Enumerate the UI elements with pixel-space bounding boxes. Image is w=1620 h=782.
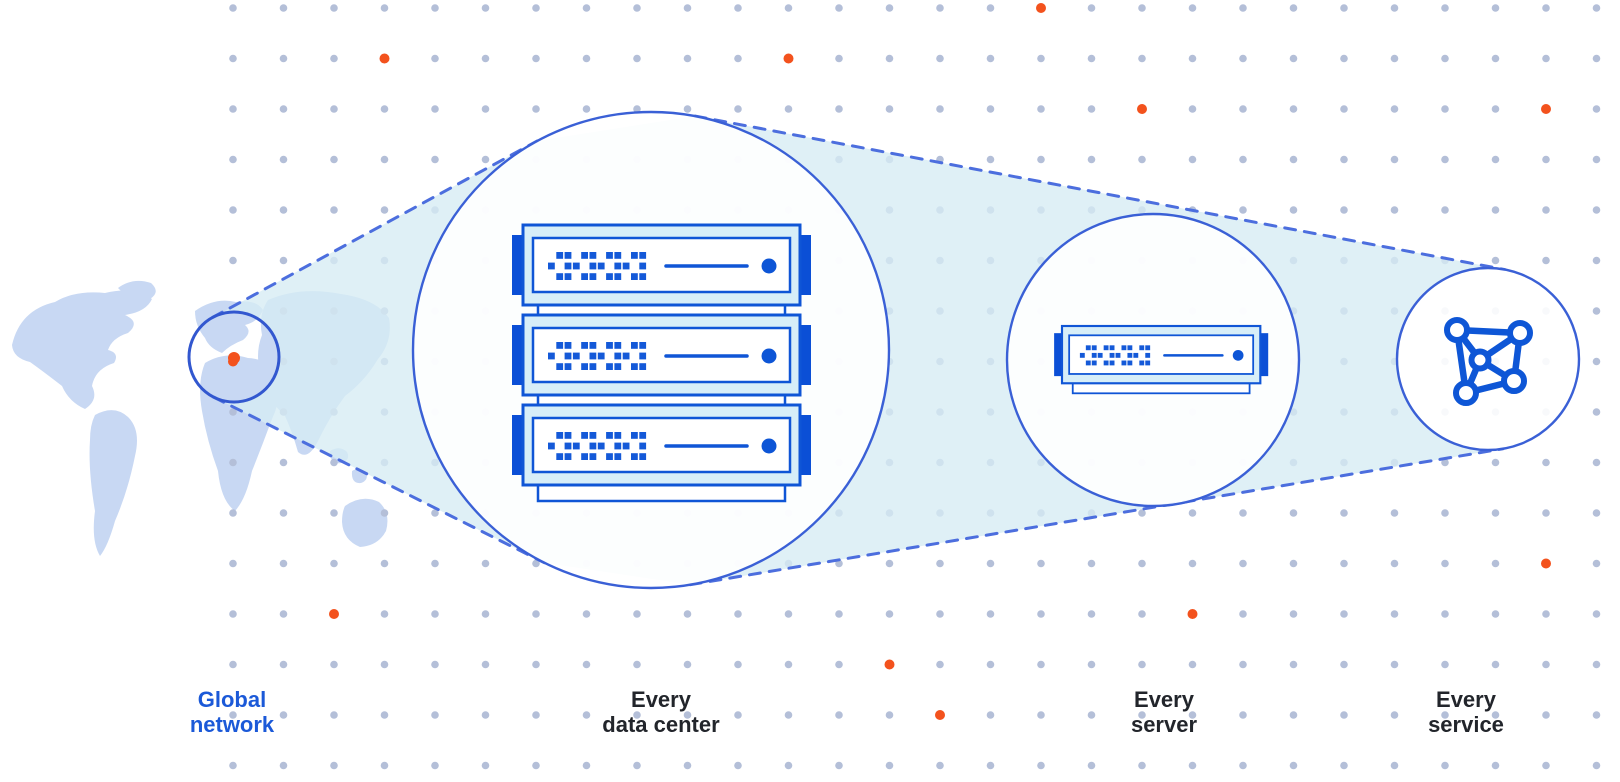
label-every-service: Every service	[1316, 687, 1616, 737]
label-line: network	[189, 712, 275, 737]
label-line: Every	[1436, 687, 1496, 712]
server-circle	[1005, 212, 1301, 508]
label-line: server	[1130, 712, 1198, 737]
label-global-network: Global network	[82, 687, 382, 737]
label-line: Every	[631, 687, 691, 712]
label-every-data-center: Every data center	[511, 687, 811, 737]
label-every-server: Every server	[1014, 687, 1314, 737]
label-line: data center	[602, 712, 720, 737]
label-line: Global	[197, 687, 267, 712]
global-network-circle	[187, 310, 281, 404]
label-line: service	[1428, 712, 1504, 737]
server-rack-icon	[510, 223, 813, 503]
data-center-circle	[411, 110, 891, 590]
service-circle	[1395, 266, 1581, 452]
server-icon	[1052, 324, 1270, 395]
network-mesh-icon	[1444, 317, 1533, 406]
beam-dashed-edges	[211, 114, 1507, 587]
location-marker-icon	[228, 352, 240, 364]
label-line: Every	[1134, 687, 1194, 712]
